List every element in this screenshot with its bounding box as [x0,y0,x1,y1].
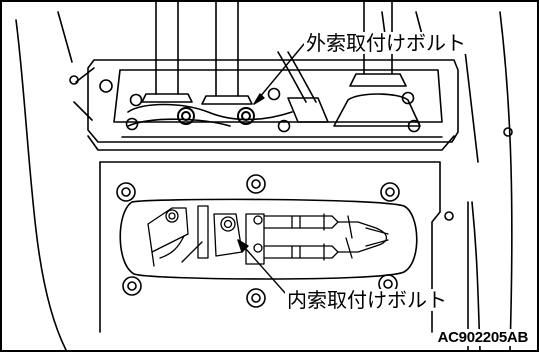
lever-boot [333,93,421,127]
body-outline [15,11,513,350]
outer-cable-bolts [177,107,255,125]
lower-housing [99,161,441,333]
inner-bolt-leader [237,239,287,295]
outer-bolt-leader [253,43,305,105]
cable-channels [127,97,329,127]
selector-mechanism [147,205,389,267]
inner-cable-bolt-label: 内索取付けボルト [285,288,449,312]
figure-code: AC902205AB [435,329,530,346]
plate-bolts [99,79,421,133]
mounting-holes [69,75,513,221]
outer-cable-bolt-label: 外索取付けボルト [304,31,468,55]
upper-bracket [73,59,459,151]
